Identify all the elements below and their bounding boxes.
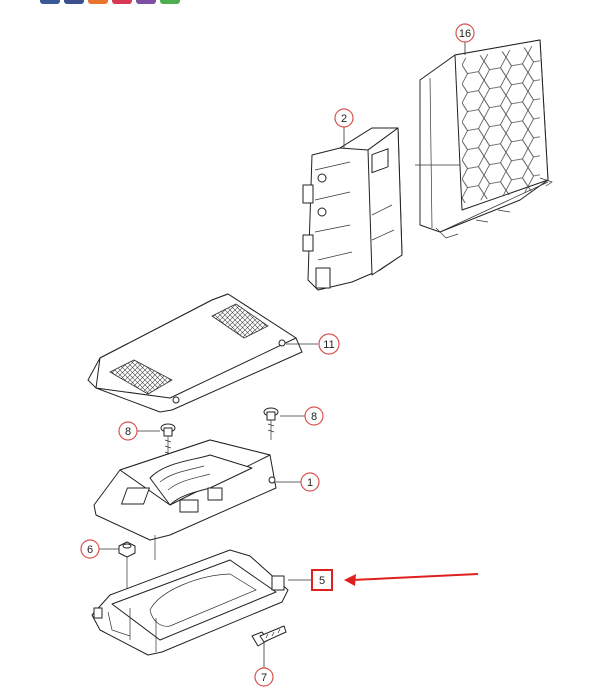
part-1-ecu xyxy=(93,439,277,541)
share-bar xyxy=(40,0,180,4)
facebook-button[interactable] xyxy=(40,0,60,4)
callout-2-label: 2 xyxy=(341,113,347,125)
callout-5[interactable]: 5 xyxy=(311,569,333,591)
part-16-grille xyxy=(419,39,553,239)
part-8-screw-right xyxy=(263,407,279,440)
callout-1-label: 1 xyxy=(307,477,313,489)
highlight-arrow xyxy=(344,573,479,586)
callout-6[interactable]: 6 xyxy=(80,539,100,559)
twitter-button[interactable] xyxy=(64,0,84,4)
callout-8-left[interactable]: 8 xyxy=(118,421,138,441)
leader-lines xyxy=(98,42,466,668)
callout-8-right[interactable]: 8 xyxy=(304,406,324,426)
callout-11[interactable]: 11 xyxy=(318,333,340,355)
callout-6-label: 6 xyxy=(87,544,93,556)
callout-11-label: 11 xyxy=(323,339,334,351)
callout-7[interactable]: 7 xyxy=(254,667,274,687)
callout-8-left-label: 8 xyxy=(125,426,131,438)
part-7-bolt xyxy=(251,625,287,647)
share-button[interactable] xyxy=(88,0,108,4)
email-button[interactable] xyxy=(136,0,156,4)
part-11-cover xyxy=(87,293,303,413)
part-5-bracket xyxy=(91,549,289,656)
callout-7-label: 7 xyxy=(261,672,267,684)
callout-16-label: 16 xyxy=(459,28,471,40)
callout-1[interactable]: 1 xyxy=(300,472,320,492)
part-8-screw-left xyxy=(160,423,176,470)
callout-16[interactable]: 16 xyxy=(455,23,475,43)
callout-8-right-label: 8 xyxy=(311,411,317,423)
callout-2[interactable]: 2 xyxy=(334,108,354,128)
pinterest-button[interactable] xyxy=(112,0,132,4)
whatsapp-button[interactable] xyxy=(160,0,180,4)
callout-5-label: 5 xyxy=(319,575,325,587)
part-2-module xyxy=(302,127,403,291)
